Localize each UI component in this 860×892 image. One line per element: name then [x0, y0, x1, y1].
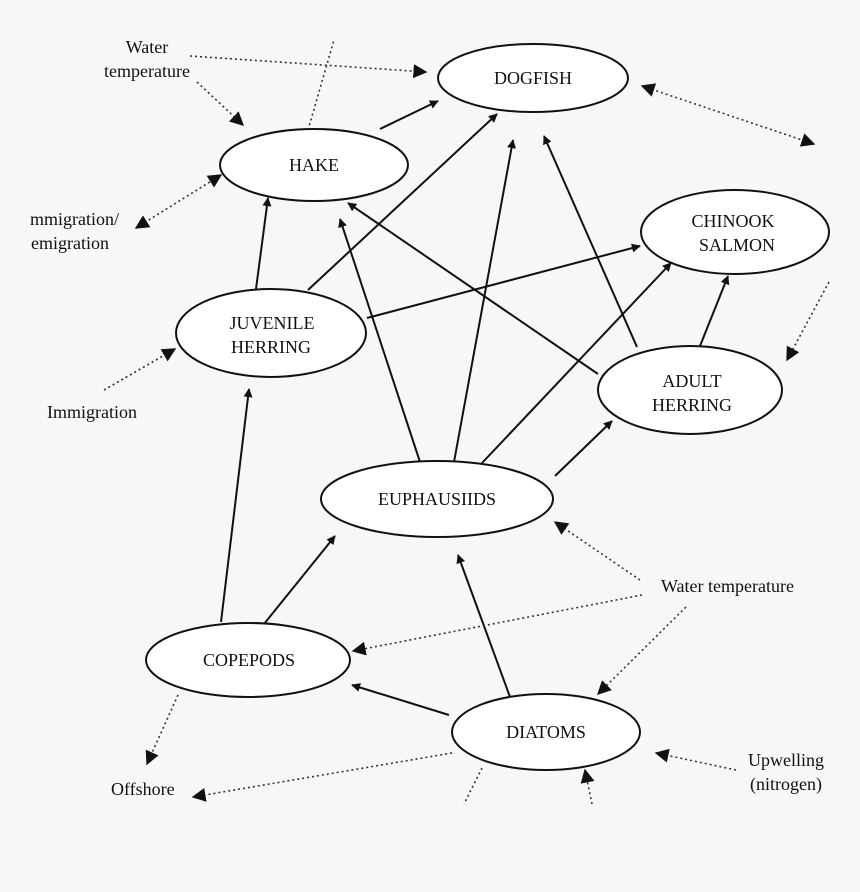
dotted-copepods-to-offshore — [145, 694, 179, 766]
dotted-migration-to-hake — [134, 174, 223, 229]
node-adult-herring: ADULT HERRING — [597, 345, 783, 435]
dotted-water-temp-to-copepods — [351, 594, 643, 656]
arrow-copepods-to-euphausiids — [263, 535, 336, 625]
node-euphausiids: EUPHAUSIIDS — [320, 460, 554, 538]
label-migration-line1: mmigration/ — [30, 209, 119, 229]
arrow-copepods-to-juvenile-herring — [220, 388, 253, 623]
arrow-adult-herring-to-hake — [347, 202, 599, 375]
node-diatoms-ellipse — [451, 693, 641, 771]
node-dogfish: DOGFISH — [437, 43, 629, 113]
arrow-juvenile-herring-to-hake — [255, 197, 272, 290]
node-chinook-salmon-ellipse — [640, 189, 830, 275]
arrow-adult-herring-to-dogfish — [543, 135, 638, 348]
arrow-euphausiids-to-adult-herring — [554, 420, 613, 477]
label-upwelling-line2: (nitrogen) — [750, 774, 822, 795]
dotted-upwelling-to-diatoms — [654, 748, 737, 771]
dotted-water-temp-to-euphausiids — [553, 521, 641, 581]
dotted-diatoms-to-offshore — [191, 752, 453, 802]
dotted-water-temp-to-hake — [196, 81, 245, 126]
node-chinook-salmon: CHINOOK SALMON — [640, 189, 830, 275]
arrow-juvenile-herring-to-chinook — [366, 243, 641, 319]
arrow-euphausiids-to-hake — [338, 218, 421, 463]
node-hake-label: HAKE — [289, 155, 339, 175]
node-chinook-salmon-label-line2: SALMON — [699, 235, 775, 255]
node-chinook-salmon-label-line1: CHINOOK — [692, 211, 775, 231]
node-hake-ellipse — [219, 128, 409, 202]
node-copepods-label: COPEPODS — [203, 650, 295, 670]
node-juvenile-herring-label-line1: JUVENILE — [230, 313, 315, 333]
node-hake: HAKE — [219, 128, 409, 202]
dotted-right-edge-to-adult-herring — [786, 281, 830, 362]
label-water-temperature-bottom: Water temperature — [661, 576, 794, 596]
arrow-adult-herring-to-chinook — [699, 275, 730, 347]
arrow-hake-to-dogfish — [379, 100, 439, 130]
node-diatoms-label: DIATOMS — [506, 722, 586, 742]
label-immigration: Immigration — [47, 402, 137, 422]
node-dogfish-ellipse — [437, 43, 629, 113]
label-offshore: Offshore — [111, 779, 175, 799]
dotted-immigration-to-juvenile-herring — [103, 348, 177, 391]
dotted-water-temp-to-dogfish — [189, 55, 428, 79]
arrow-euphausiids-to-chinook — [481, 262, 672, 464]
arrow-juvenile-herring-to-dogfish — [307, 113, 498, 291]
dotted-diatoms-to-bottom-edge — [463, 767, 483, 805]
node-juvenile-herring-ellipse — [175, 288, 367, 378]
node-dogfish-label: DOGFISH — [494, 68, 572, 88]
node-juvenile-herring-label-line2: HERRING — [231, 337, 311, 357]
node-euphausiids-label: EUPHAUSIIDS — [378, 489, 496, 509]
dotted-hake-to-top-edge — [307, 39, 335, 131]
driver-labels: Water temperature mmigration/ emigration… — [30, 37, 824, 799]
node-adult-herring-label-line1: ADULT — [662, 371, 721, 391]
label-water-temperature-top-line2: temperature — [104, 61, 190, 81]
dotted-dogfish-to-right-edge — [640, 83, 816, 147]
dotted-bottom-edge-to-diatoms — [580, 768, 595, 805]
node-adult-herring-label-line2: HERRING — [652, 395, 732, 415]
arrow-diatoms-to-copepods — [351, 683, 450, 716]
node-copepods: COPEPODS — [145, 622, 351, 698]
label-water-temperature-top-line1: Water — [126, 37, 169, 57]
label-upwelling-line1: Upwelling — [748, 750, 824, 770]
node-adult-herring-ellipse — [597, 345, 783, 435]
node-euphausiids-ellipse — [320, 460, 554, 538]
node-juvenile-herring: JUVENILE HERRING — [175, 288, 367, 378]
arrow-euphausiids-to-dogfish — [453, 139, 516, 463]
node-copepods-ellipse — [145, 622, 351, 698]
dotted-water-temp-to-diatoms — [597, 606, 687, 695]
label-migration-line2: emigration — [31, 233, 109, 253]
environmental-links — [103, 39, 830, 805]
node-diatoms: DIATOMS — [451, 693, 641, 771]
